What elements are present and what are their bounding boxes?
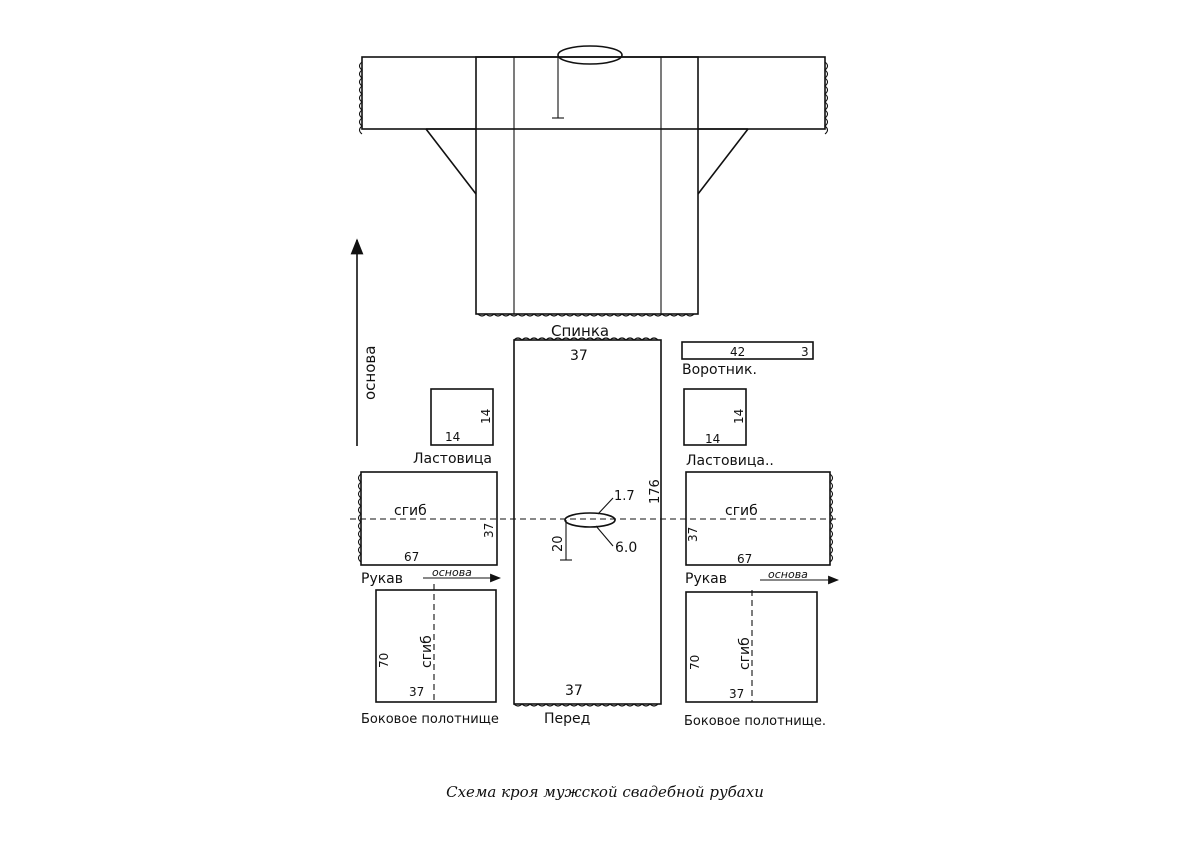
sleeve-left-edge-trim — [357, 473, 362, 563]
main-length: 176 — [648, 479, 663, 504]
side-right-label: Боковое полотнище. — [684, 714, 826, 729]
sleeve-right-width: 37 — [686, 527, 700, 542]
shirt-body-outline — [475, 56, 699, 315]
collar-length: 42 — [730, 345, 745, 359]
gusset-left-h: 14 — [479, 409, 493, 424]
collar-label: Воротник. — [682, 362, 757, 378]
sleeve-left-trim — [358, 61, 363, 135]
front-bottom-trim — [513, 703, 659, 707]
collar-outline — [681, 341, 814, 360]
gusset-left-shape — [425, 128, 477, 195]
gusset-right-outline — [683, 388, 747, 446]
sleeve-left-label: Рукав — [361, 571, 403, 587]
neck-depth: 1.7 — [614, 489, 635, 504]
grain-label: основа — [361, 346, 379, 400]
collar-height: 3 — [801, 345, 809, 359]
sleeve-right-label: Рукав — [685, 571, 727, 587]
sleeve-right-fold: сгиб — [725, 503, 758, 519]
sleeve-left-length: 67 — [404, 550, 419, 564]
side-right-width: 37 — [729, 687, 744, 701]
collar-piece: 42 3 Воротник. — [681, 341, 814, 378]
neck-opening — [564, 512, 616, 528]
side-left-piece: сгиб 70 37 Боковое полотнище — [361, 584, 499, 727]
sleeve-right-edge-trim — [829, 473, 834, 563]
gusset-right-shape — [697, 128, 749, 195]
sleeve-right-trim — [824, 61, 829, 135]
side-left-width: 37 — [409, 685, 424, 699]
sleeve-left-outline — [360, 471, 498, 566]
side-left-length: 70 — [377, 653, 391, 668]
back-width: 37 — [570, 348, 588, 364]
sleeve-left-piece: сгиб 67 37 Рукав основа — [357, 471, 502, 587]
hem-trim — [477, 313, 695, 317]
side-right-length: 70 — [688, 655, 702, 670]
main-body-piece: Спинка 37 37 Перед 176 20 1.7 6.0 — [513, 322, 663, 727]
front-width: 37 — [565, 683, 583, 699]
neck-slit-length: 20 — [551, 535, 566, 552]
figure-caption: Схема кроя мужской свадебной рубахи — [446, 783, 764, 801]
gusset-left-piece: 14 14 Ластовица — [413, 388, 494, 467]
sleeve-right-piece: сгиб 67 37 Рукав основа — [685, 471, 840, 587]
sleeve-right-outline — [685, 471, 831, 566]
neck-width: 6.0 — [615, 540, 637, 556]
gusset-right-piece: 14 14 Ластовица.. — [683, 388, 774, 469]
assembled-shirt — [358, 45, 829, 317]
gusset-right-w: 14 — [705, 432, 720, 446]
sleeve-left-width: 37 — [482, 523, 496, 538]
side-right-fold: сгиб — [737, 637, 753, 670]
gusset-left-outline — [430, 388, 494, 446]
gusset-left-label: Ластовица — [413, 451, 492, 467]
gusset-left-w: 14 — [445, 430, 460, 444]
collar-shape — [557, 45, 623, 65]
side-left-fold: сгиб — [419, 635, 435, 668]
sleeves-outline — [361, 56, 826, 130]
neck-width-leader — [595, 525, 614, 547]
sleeve-right-grain: основа — [768, 568, 808, 581]
back-label: Спинка — [551, 322, 609, 340]
back-top-trim — [513, 337, 659, 341]
sleeve-left-fold: сгиб — [394, 503, 427, 519]
front-label: Перед — [544, 711, 590, 727]
gusset-right-h: 14 — [732, 409, 746, 424]
neck-depth-leader — [597, 497, 614, 515]
side-right-piece: сгиб 70 37 Боковое полотнище. — [684, 590, 826, 729]
sleeve-right-length: 67 — [737, 552, 752, 566]
sleeve-left-grain: основа — [432, 566, 472, 579]
gusset-right-label: Ластовица.. — [686, 453, 774, 469]
side-left-label: Боковое полотнище — [361, 712, 499, 727]
main-body-outline — [513, 339, 662, 705]
side-left-outline — [375, 589, 497, 703]
